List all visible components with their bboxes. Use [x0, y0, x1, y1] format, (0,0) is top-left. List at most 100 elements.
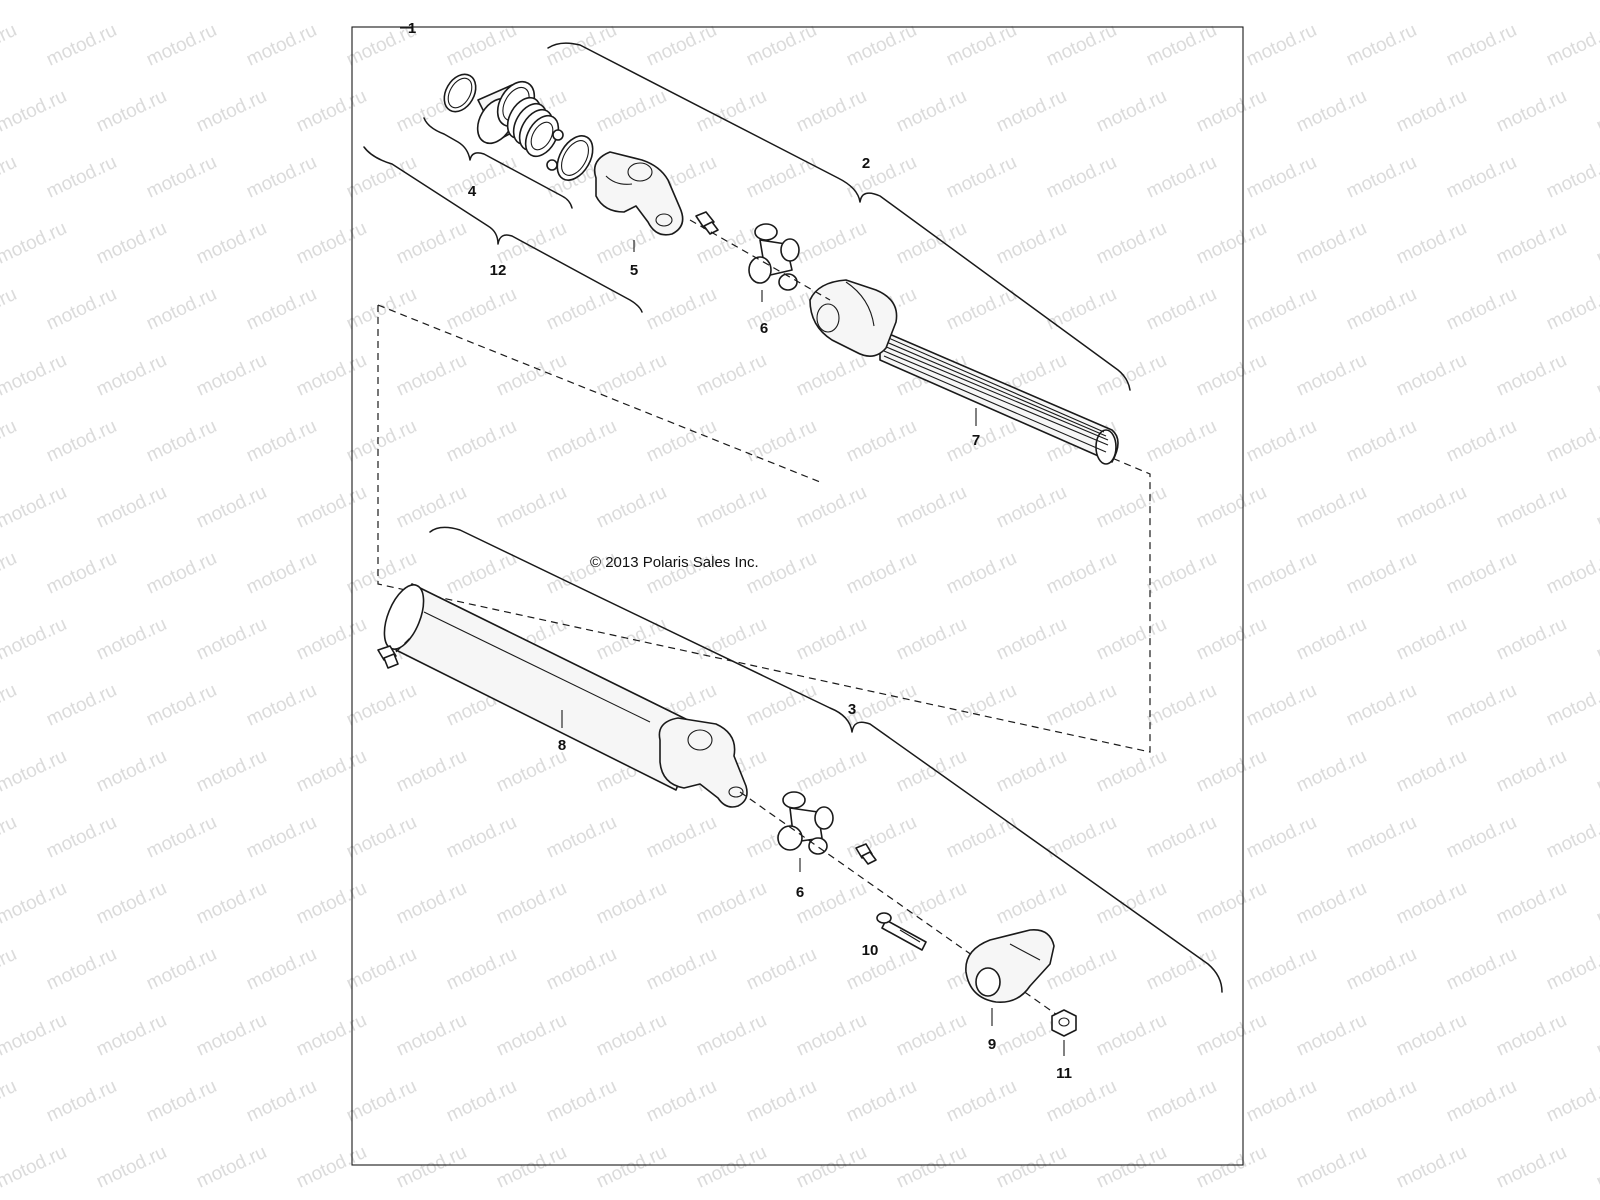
watermark-text: motod.ru [293, 0, 370, 5]
watermark-text: motod.ru [843, 152, 920, 203]
watermark-text: motod.ru [1343, 680, 1420, 731]
watermark-text: motod.ru [1393, 0, 1470, 5]
watermark-text: motod.ru [1243, 680, 1320, 731]
watermark-text: motod.ru [43, 284, 120, 335]
watermark-text: motod.ru [343, 416, 420, 467]
watermark-text: motod.ru [543, 416, 620, 467]
watermark-text: motod.ru [1293, 1142, 1370, 1193]
watermark-text: motod.ru [943, 1076, 1020, 1127]
watermark-text: motod.ru [143, 416, 220, 467]
watermark-text: motod.ru [43, 152, 120, 203]
watermark-text: motod.ru [293, 1010, 370, 1061]
watermark-text: motod.ru [743, 1076, 820, 1127]
watermark-text: motod.ru [243, 284, 320, 335]
watermark-text: motod.ru [493, 1010, 570, 1061]
watermark-text: motod.ru [193, 1142, 270, 1193]
watermark-text: motod.ru [1293, 218, 1370, 269]
copyright-notice: © 2013 Polaris Sales Inc. [590, 554, 759, 571]
watermark-text: motod.ru [0, 1010, 70, 1061]
watermark-text: motod.ru [1193, 1142, 1270, 1193]
watermark-text: motod.ru [1593, 350, 1600, 401]
watermark-text: motod.ru [0, 218, 70, 269]
watermark-text: motod.ru [1443, 680, 1520, 731]
watermark-text: motod.ru [593, 350, 670, 401]
watermark-text: motod.ru [1493, 878, 1570, 929]
watermark-text: motod.ru [793, 878, 870, 929]
watermark-text: motod.ru [493, 350, 570, 401]
callout-9: 9 [988, 1036, 996, 1053]
nut-part-11 [1051, 1009, 1077, 1037]
watermark-text: motod.ru [193, 218, 270, 269]
watermark-text: motod.ru [393, 0, 470, 5]
watermark-text: motod.ru [743, 680, 820, 731]
watermark-text: motod.ru [1443, 416, 1520, 467]
watermark-text: motod.ru [1393, 482, 1470, 533]
watermark-text: motod.ru [793, 482, 870, 533]
watermark-text: motod.ru [1243, 944, 1320, 995]
watermark-text: motod.ru [1443, 944, 1520, 995]
watermark-text: motod.ru [0, 152, 20, 203]
watermark-text: motod.ru [593, 878, 670, 929]
watermark-text: motod.ru [43, 680, 120, 731]
watermark-text: motod.ru [193, 614, 270, 665]
watermark-text: motod.ru [1093, 218, 1170, 269]
callout-6a: 6 [760, 320, 768, 337]
watermark-text: motod.ru [743, 944, 820, 995]
watermark-text: motod.ru [0, 1142, 70, 1193]
watermark-text: motod.ru [693, 1010, 770, 1061]
watermark-text: motod.ru [393, 1010, 470, 1061]
watermark-text: motod.ru [543, 812, 620, 863]
watermark-text: motod.ru [893, 482, 970, 533]
watermark-text: motod.ru [1393, 86, 1470, 137]
watermark-text: motod.ru [1493, 482, 1570, 533]
watermark-text: motod.ru [1343, 416, 1420, 467]
watermark-text: motod.ru [0, 746, 70, 797]
watermark-text: motod.ru [1243, 152, 1320, 203]
bracket-3 [429, 526, 1223, 993]
diagram-frame [351, 26, 1244, 1166]
watermark-text: motod.ru [1593, 746, 1600, 797]
watermark-text: motod.ru [593, 614, 670, 665]
watermark-text: motod.ru [993, 86, 1070, 137]
watermark-text: motod.ru [1543, 20, 1600, 71]
watermark-text: motod.ru [1493, 86, 1570, 137]
grease-fitting-part [855, 843, 877, 865]
watermark-text: motod.ru [1493, 1010, 1570, 1061]
watermark-text: motod.ru [1293, 1010, 1370, 1061]
watermark-text: motod.ru [1293, 878, 1370, 929]
watermark-text: motod.ru [0, 548, 20, 599]
watermark-text: motod.ru [0, 284, 20, 335]
watermark-text: motod.ru [1593, 86, 1600, 137]
watermark-text: motod.ru [1343, 812, 1420, 863]
watermark-text: motod.ru [143, 944, 220, 995]
watermark-text: motod.ru [143, 1076, 220, 1127]
snap-ring-part [556, 135, 594, 181]
watermark-text: motod.ru [1193, 614, 1270, 665]
watermark-text: motod.ru [1493, 1142, 1570, 1193]
watermark-text: motod.ru [893, 746, 970, 797]
watermark-text: motod.ru [1043, 548, 1120, 599]
watermark-text: motod.ru [1493, 746, 1570, 797]
callout-10: 10 [862, 942, 879, 959]
watermark-text: motod.ru [643, 812, 720, 863]
watermark-text: motod.ru [943, 416, 1020, 467]
watermark-text: motod.ru [0, 1076, 20, 1127]
watermark-text: motod.ru [1093, 1010, 1170, 1061]
watermark-text: motod.ru [993, 482, 1070, 533]
watermark-text: motod.ru [243, 416, 320, 467]
watermark-text: motod.ru [143, 284, 220, 335]
watermark-text: motod.ru [1243, 548, 1320, 599]
watermark-text: motod.ru [143, 812, 220, 863]
watermark-text: motod.ru [43, 20, 120, 71]
watermark-text: motod.ru [1143, 944, 1220, 995]
watermark-text: motod.ru [1493, 218, 1570, 269]
watermark-text: motod.ru [1593, 482, 1600, 533]
watermark-text: motod.ru [1443, 20, 1520, 71]
watermark-text: motod.ru [143, 548, 220, 599]
watermark-text: motod.ru [1593, 1142, 1600, 1193]
watermark-text: motod.ru [1443, 152, 1520, 203]
watermark-text: motod.ru [443, 944, 520, 995]
watermark-text: motod.ru [893, 86, 970, 137]
watermark-text: motod.ru [993, 614, 1070, 665]
watermark-text: motod.ru [0, 482, 70, 533]
